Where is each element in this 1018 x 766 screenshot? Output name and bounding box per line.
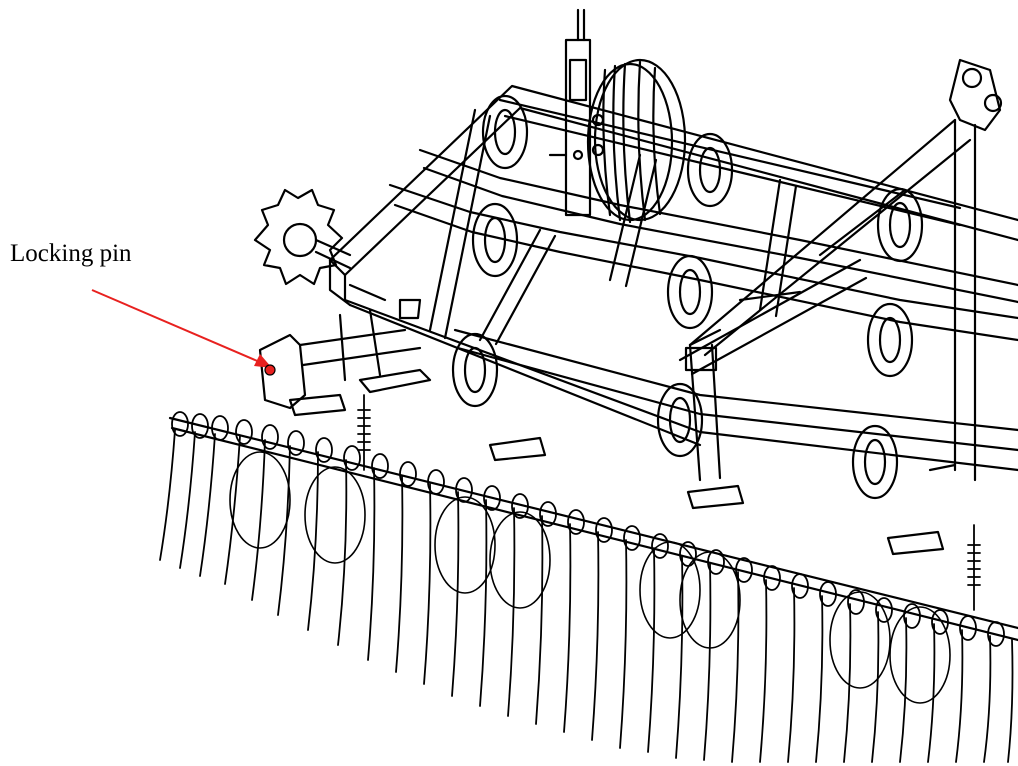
locking-pin-marker bbox=[264, 364, 276, 376]
locking-pin-arrow bbox=[91, 289, 272, 368]
star-wheel bbox=[253, 188, 352, 286]
spring-tine-row bbox=[159, 429, 1014, 763]
adjustment-column bbox=[548, 8, 605, 217]
crumbler-discs bbox=[229, 451, 951, 704]
frame-beams bbox=[328, 84, 1018, 472]
side-bracket bbox=[258, 283, 432, 410]
tine-coils bbox=[171, 411, 1005, 647]
top-link-arm bbox=[678, 258, 868, 482]
headstock-a-frame bbox=[688, 58, 1003, 482]
coil-springs bbox=[357, 394, 981, 611]
depth-wheel bbox=[586, 58, 687, 224]
tine-bar bbox=[168, 393, 1018, 642]
clamp-brackets bbox=[451, 94, 924, 500]
locking-pin-label: Locking pin bbox=[10, 240, 132, 267]
